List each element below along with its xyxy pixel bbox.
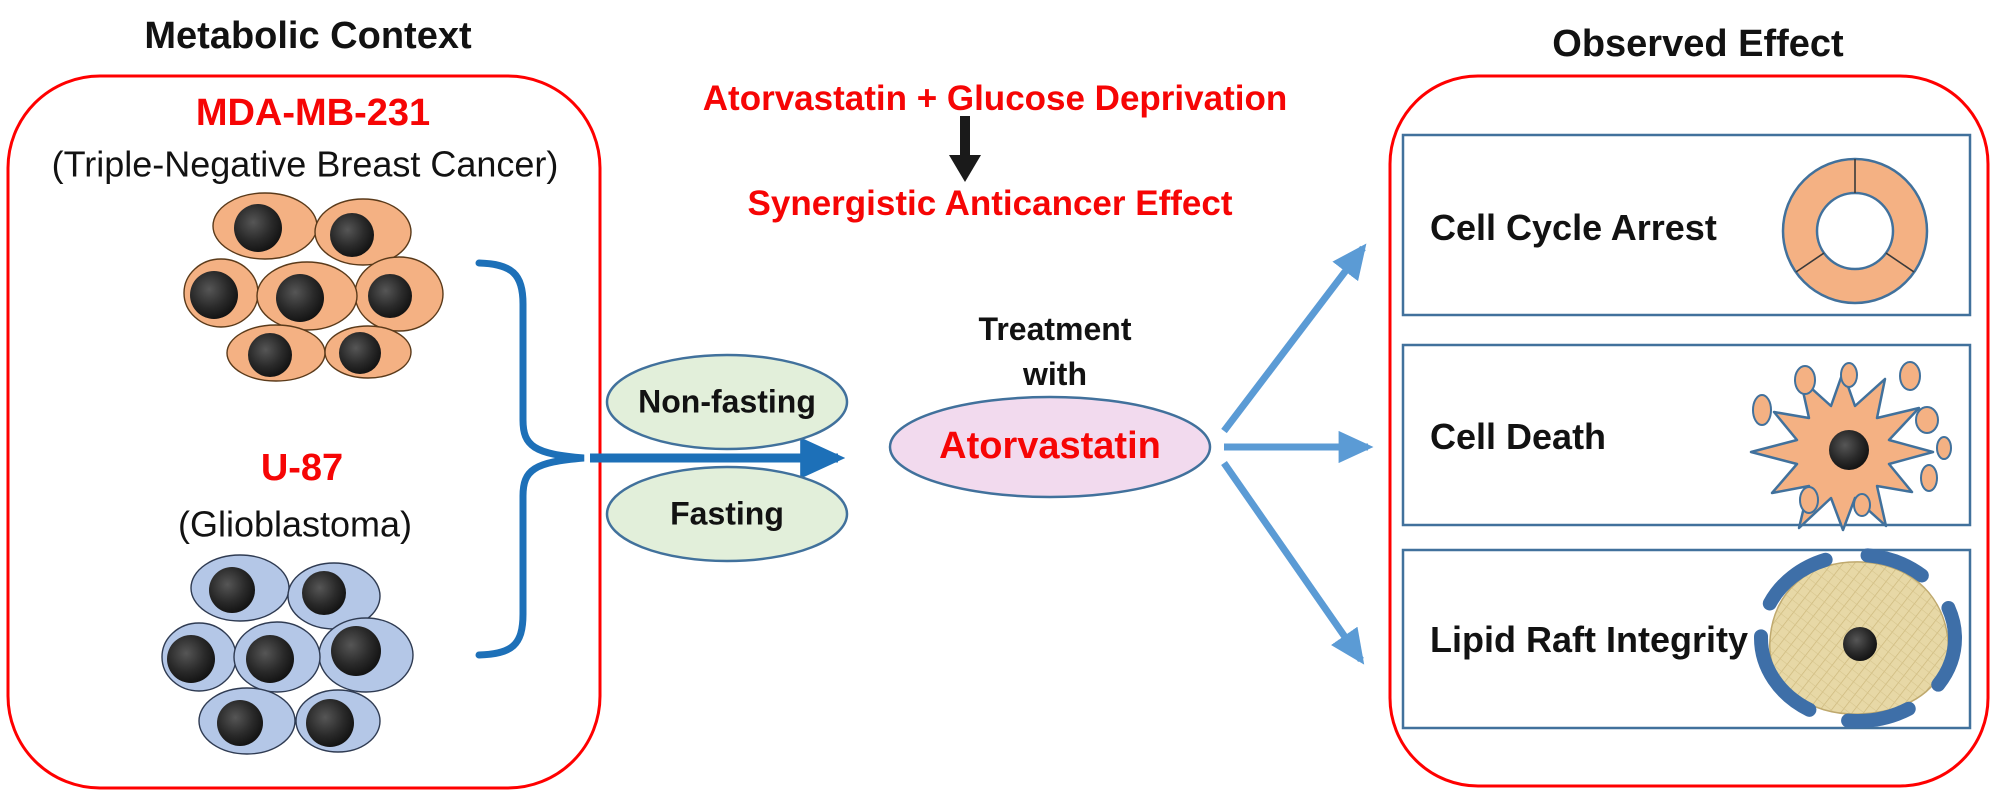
atorvastatin-oval [888,395,1212,499]
right-curly-brace [475,259,585,659]
arrow-to-lipid-raft [1221,461,1365,665]
observed-effect-title: Observed Effect [1552,23,1844,66]
metabolic-context-panel-border [6,74,602,790]
treatment-with-label: Treatment with [979,307,1132,397]
lipid-raft-integrity-label: Lipid Raft Integrity [1430,619,1748,660]
fasting-oval [605,465,849,563]
atorvastatin-label: Atorvastatin [939,425,1161,468]
down-arrow-icon [949,116,981,182]
lipid-raft-cell-icon [1754,548,1962,728]
u87-name: U-87 [260,447,344,490]
non-fasting-label: Non-fasting [638,383,816,420]
blue-cancer-cell-cluster-icon [161,554,414,755]
arrow-to-cell-cycle-arrest [1221,243,1367,434]
orange-cancer-cell-cluster-icon [183,192,444,382]
mda-mb-231-subtitle: (Triple-Negative Breast Cancer) [51,143,559,185]
mda-mb-231-name: MDA-MB-231 [195,92,431,135]
fasting-label: Fasting [670,495,784,532]
treatment-line1: Treatment [978,311,1132,347]
cell-cycle-donut-icon [1781,157,1929,305]
non-fasting-oval [605,353,849,451]
synergy-title: Synergistic Anticancer Effect [747,183,1233,223]
effect-arrows [1221,243,1374,665]
combo-title: Atorvastatin + Glucose Deprivation [702,78,1288,118]
observed-effect-panel-border [1388,74,1990,788]
cell-death-label: Cell Death [1430,416,1607,457]
apoptosis-burst-icon [1749,361,1952,532]
u87-subtitle: (Glioblastoma) [177,503,413,545]
cell-cycle-arrest-label: Cell Cycle Arrest [1430,207,1717,248]
treatment-line2: with [1023,356,1087,392]
metabolic-context-title: Metabolic Context [144,15,472,58]
